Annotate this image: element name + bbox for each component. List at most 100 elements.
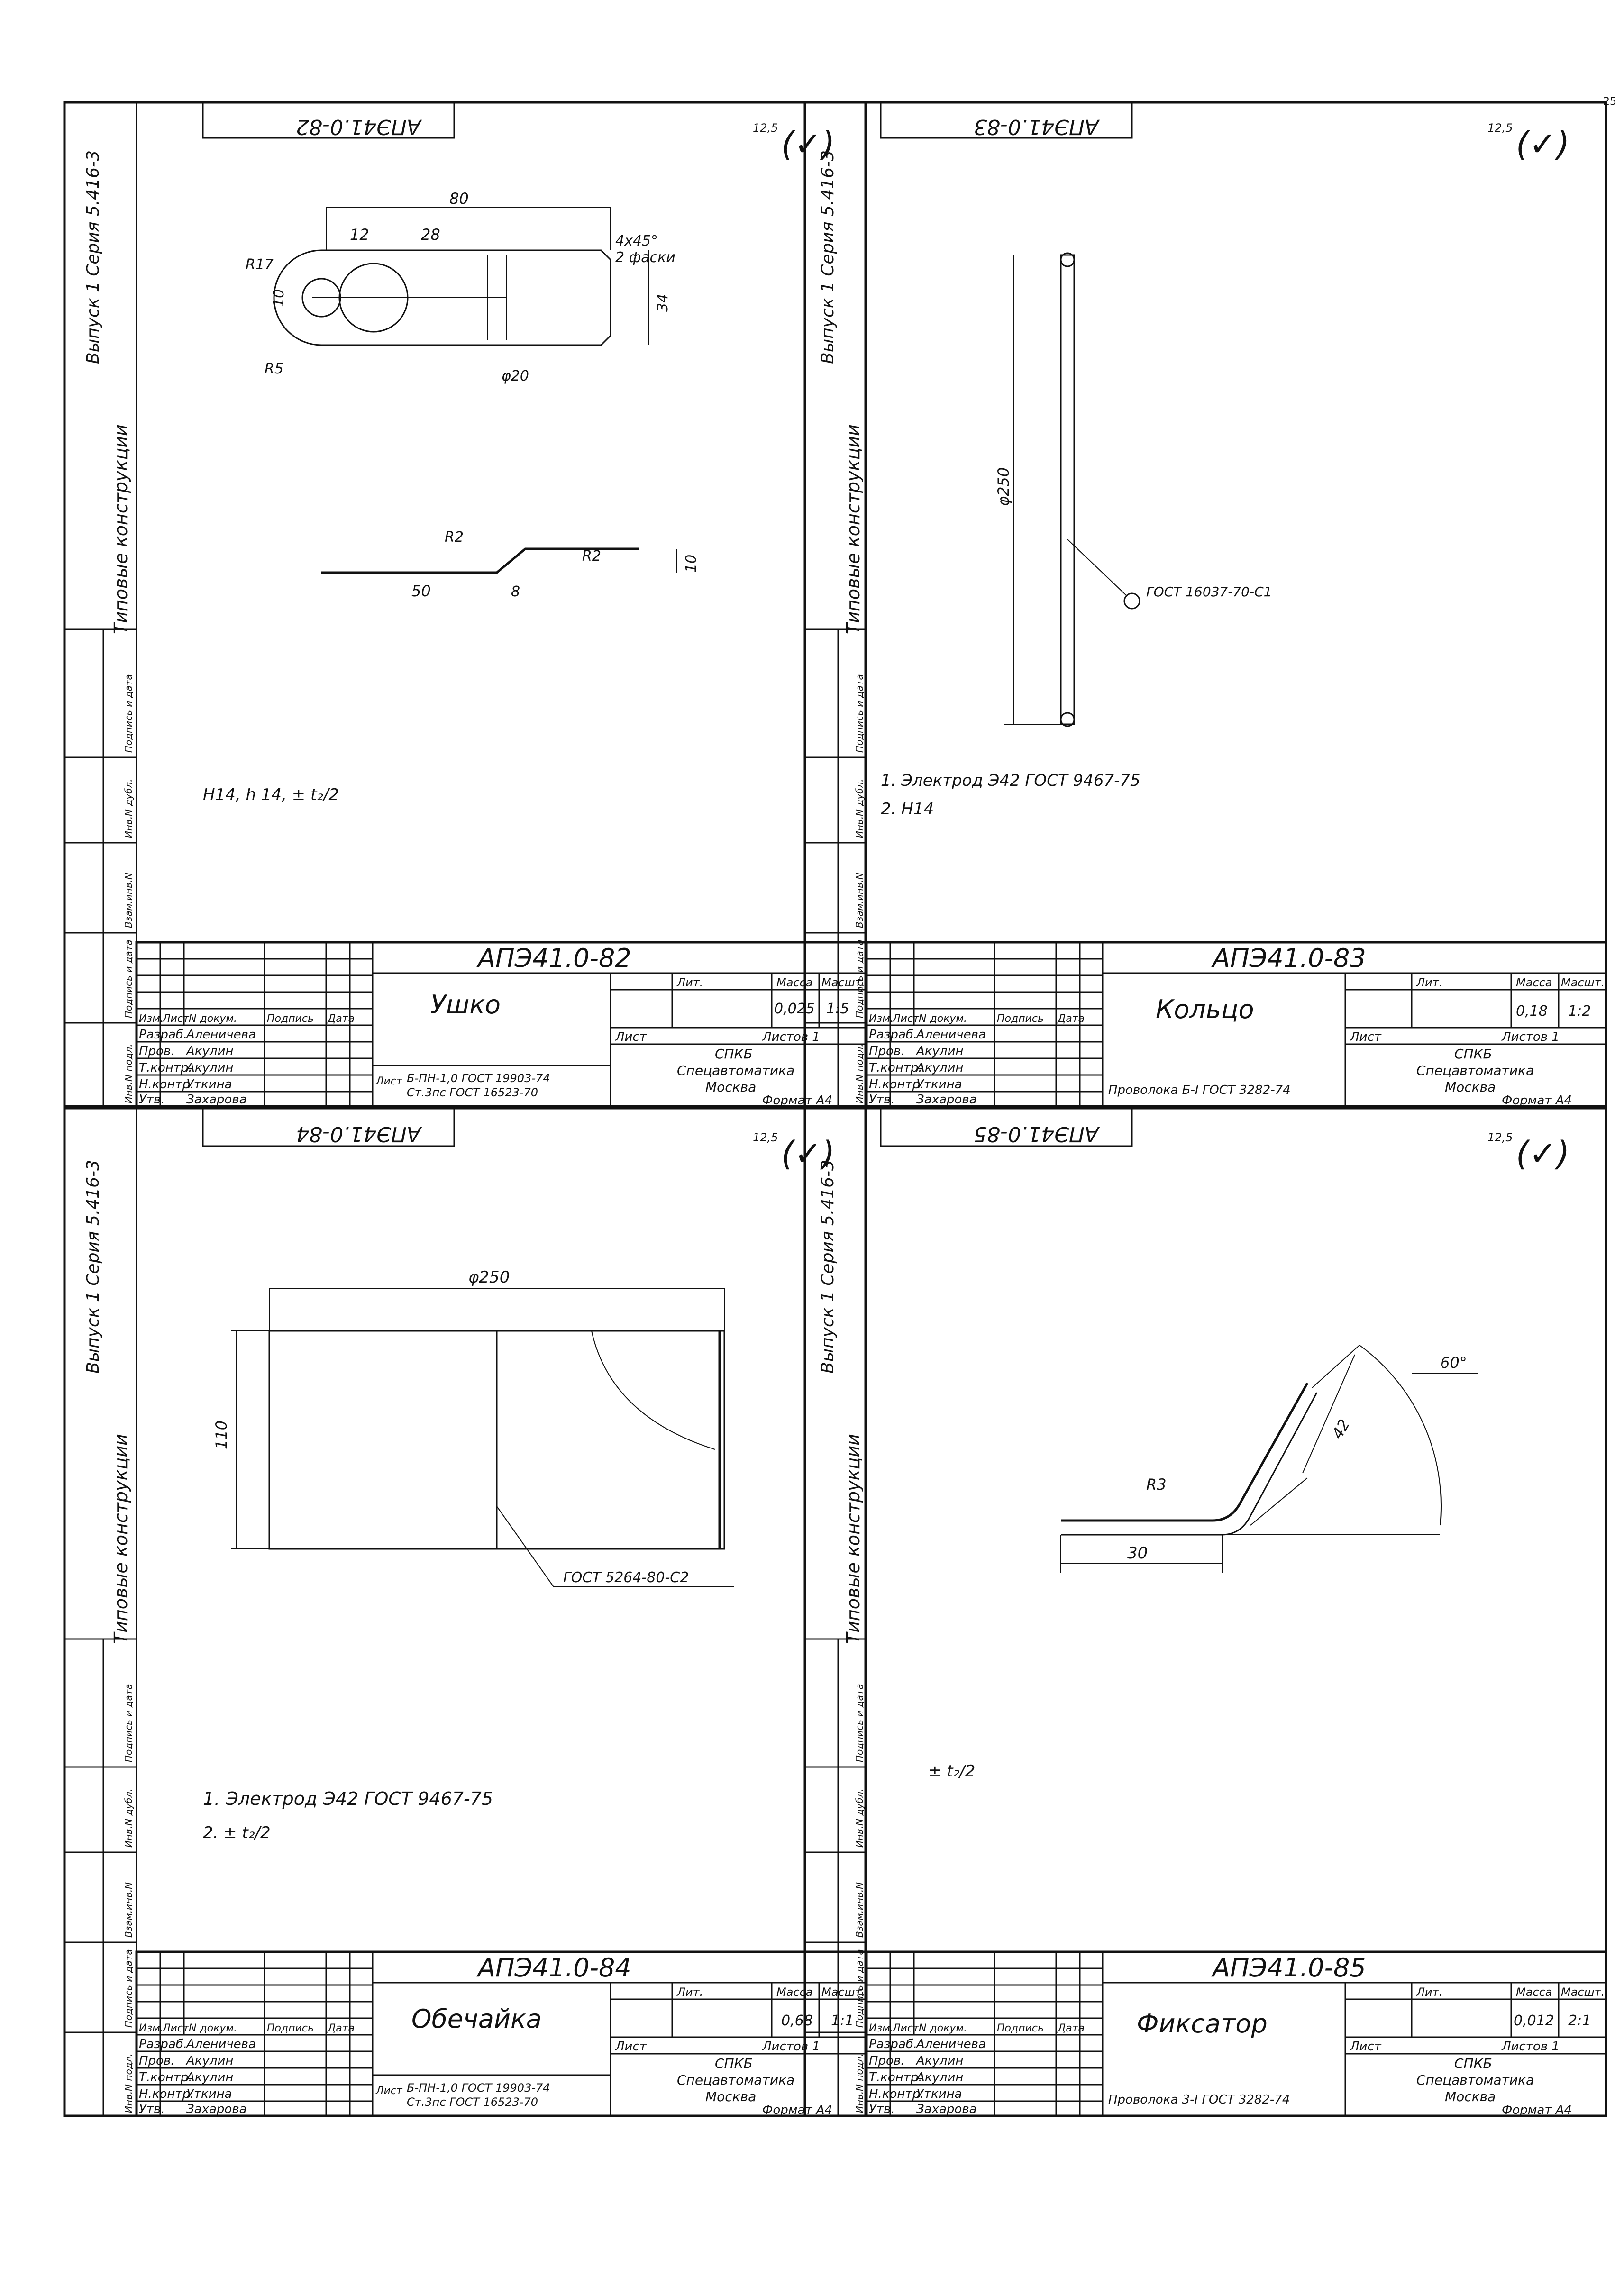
- rev-header-sheet: Лист: [892, 1013, 920, 1025]
- sidebar-title: Типовые конструкции: [843, 424, 864, 634]
- dim-r5: R5: [265, 361, 283, 377]
- stamp-col-4: Инв.N дубл.: [123, 1788, 134, 1848]
- name-ncontr: Уткина: [916, 2087, 962, 2101]
- material-prefix: Лист: [375, 2085, 403, 2097]
- name-ncontr: Уткина: [916, 1077, 962, 1092]
- org-3: Москва: [1445, 1079, 1496, 1095]
- part-name: Ушко: [430, 990, 501, 1020]
- scale-label: Масшт.: [821, 976, 865, 989]
- title-code: АПЭ41.0-82: [476, 943, 631, 973]
- dim-chamfer-note: 2 фаски: [615, 249, 675, 266]
- name-check: Акулин: [185, 1044, 233, 1058]
- name-dev: Аленичева: [915, 2037, 986, 2051]
- format: Формат А4: [1502, 2103, 1572, 2117]
- material-1: Проволока Б-I ГОСТ 3282-74: [1108, 1083, 1291, 1097]
- sheets-label: Листов 1: [1501, 2040, 1560, 2054]
- role-check: Пров.: [869, 2054, 905, 2068]
- material-1: Б-ПН-1,0 ГОСТ 19903-74: [407, 1072, 550, 1085]
- rev-header-date: Дата: [1057, 1013, 1085, 1025]
- weld-ref: ГОСТ 16037-70-С1: [1146, 584, 1272, 600]
- rev-header-sheet: Лист: [162, 2022, 190, 2034]
- sidebar-title: Типовые конструкции: [110, 424, 131, 634]
- code-mirrored: АПЭ41.0-82: [296, 115, 422, 139]
- dim-chamfer: 4x45°: [615, 233, 658, 249]
- sidebar-series: Выпуск 1 Серия 5.416-3: [83, 150, 103, 364]
- scale-label: Масшт.: [1561, 1985, 1605, 1999]
- name-check: Акулин: [915, 2054, 963, 2068]
- stamp-col-5: Подпись и дата: [854, 1684, 865, 1762]
- rev-header-sign: Подпись: [267, 2022, 314, 2034]
- role-dev: Разраб.: [869, 2037, 917, 2051]
- role-check: Пров.: [869, 1044, 905, 1058]
- scale-value: 1:2: [1568, 1003, 1591, 1020]
- role-tcontr: Т.контр.: [869, 1061, 922, 1075]
- stamp-col-2: Подпись и дата: [854, 939, 865, 1018]
- org-3: Москва: [705, 1079, 756, 1095]
- dim-r3: R3: [1146, 1475, 1167, 1494]
- note-1: 1. Электрод Э42 ГОСТ 9467-75: [203, 1788, 493, 1809]
- org-3: Москва: [705, 2089, 756, 2104]
- mass-value: 0,68: [781, 2013, 813, 2029]
- roughness-icon: (✓): [1516, 125, 1569, 164]
- note-1: ± t₂/2: [928, 1762, 975, 1781]
- sheet-label: Лист: [615, 1030, 647, 1044]
- sidebar-series: Выпуск 1 Серия 5.416-3: [818, 150, 838, 364]
- scale-label: Масшт.: [821, 1985, 865, 1999]
- roughness-value: 12,5: [753, 121, 778, 135]
- name-tcontr: Акулин: [915, 2070, 963, 2085]
- dim-d20: φ20: [502, 368, 529, 384]
- note-1: Н14, h 14, ± t₂/2: [203, 785, 339, 804]
- mass-label: Масса: [1516, 976, 1552, 989]
- org-3: Москва: [1445, 2089, 1496, 2104]
- scale-value: 2:1: [1568, 2013, 1591, 2029]
- org-1: СПКБ: [1454, 1046, 1492, 1062]
- format: Формат А4: [1502, 1093, 1572, 1108]
- material-1: Б-ПН-1,0 ГОСТ 19903-74: [407, 2081, 550, 2095]
- note-2: 2. Н14: [881, 800, 934, 819]
- rev-header: Изм.: [139, 1013, 164, 1025]
- role-ncontr: Н.контр.: [869, 1077, 924, 1092]
- shell-view: [231, 1288, 734, 1587]
- dim-r17: R17: [246, 256, 274, 273]
- sheets-label: Листов 1: [762, 2040, 820, 2054]
- roughness-icon: (✓): [781, 1134, 835, 1173]
- roughness-value: 12,5: [1487, 121, 1513, 135]
- mass-label: Масса: [1516, 1985, 1552, 1999]
- drawing-sheet-82: Выпуск 1 Серия 5.416-3 Типовые конструкц…: [61, 99, 867, 1108]
- mass-label: Масса: [776, 976, 813, 989]
- sheets-label: Листов 1: [762, 1030, 820, 1044]
- sidebar-title: Типовые конструкции: [110, 1434, 131, 1644]
- lit-label: Лит.: [676, 976, 703, 989]
- stamp-col-5: Подпись и дата: [854, 674, 865, 753]
- ushko-plan-view: [273, 207, 649, 346]
- mass-value: 0,025: [774, 1001, 815, 1017]
- drawing-sheet-85: Выпуск 1 Серия 5.416-3 Типовые конструкц…: [803, 1107, 1611, 2118]
- part-name: Фиксатор: [1137, 2009, 1268, 2039]
- name-check: Акулин: [185, 2054, 233, 2068]
- lit-label: Лит.: [676, 1985, 703, 1999]
- part-name: Кольцо: [1156, 994, 1254, 1024]
- org-1: СПКБ: [715, 1046, 753, 1062]
- role-ncontr: Н.контр.: [139, 2087, 194, 2101]
- name-tcontr: Акулин: [185, 1061, 233, 1075]
- mass-value: 0,18: [1516, 1003, 1548, 1020]
- name-approve: Захарова: [186, 2102, 247, 2116]
- org-2: Спецавтоматика: [677, 2072, 794, 2088]
- stamp-col-4: Инв.N дубл.: [854, 1788, 865, 1848]
- role-tcontr: Т.контр.: [869, 2070, 922, 2085]
- rev-header-doc: N докум.: [189, 2022, 237, 2034]
- rev-header: Изм.: [869, 1013, 894, 1025]
- name-dev: Аленичева: [185, 2037, 256, 2051]
- dim-10: 10: [271, 289, 287, 307]
- role-tcontr: Т.контр.: [139, 1061, 192, 1075]
- code-mirrored: АПЭ41.0-84: [296, 1122, 422, 1146]
- name-approve: Захарова: [186, 1093, 247, 1107]
- stamp-col-1: Инв.N подл.: [123, 1044, 134, 1103]
- rev-header: Изм.: [139, 2022, 164, 2034]
- role-approve: Утв.: [139, 2102, 165, 2116]
- rev-header-sign: Подпись: [997, 1013, 1044, 1025]
- role-approve: Утв.: [139, 1093, 165, 1107]
- dim-42: 42: [1328, 1416, 1353, 1442]
- name-tcontr: Акулин: [915, 1061, 963, 1075]
- dim-34: 34: [655, 294, 671, 312]
